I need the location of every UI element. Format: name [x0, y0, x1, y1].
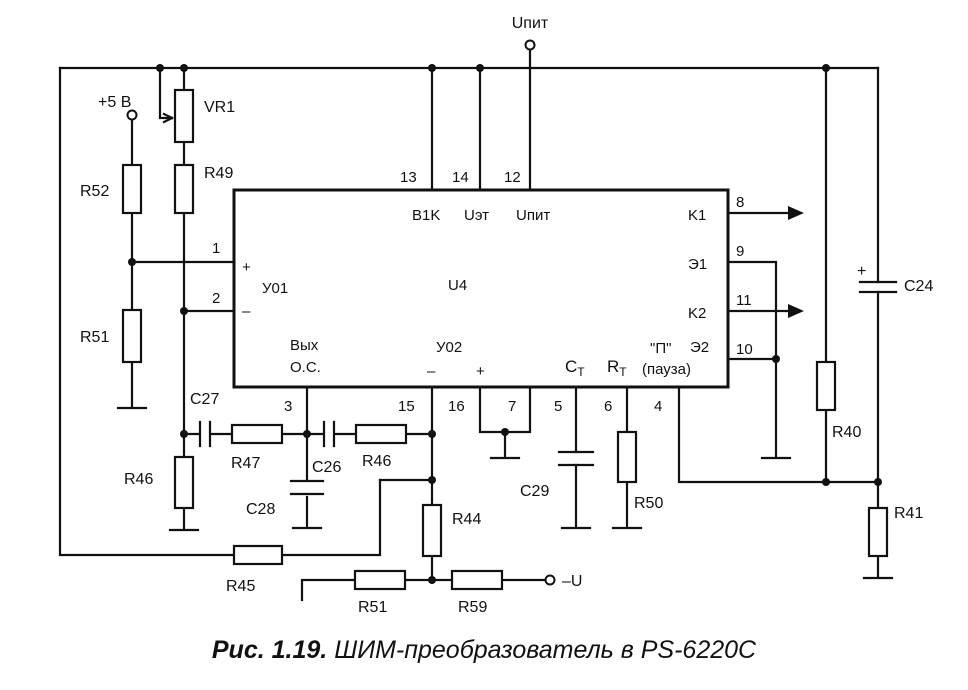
r50-label: R50	[634, 495, 663, 512]
pin-1: 1	[212, 240, 220, 257]
vr1-label: VR1	[204, 99, 235, 116]
r59-resistor	[450, 569, 504, 591]
pin-9: 9	[736, 243, 744, 260]
c24-label: C24	[904, 278, 933, 295]
r46-right-resistor	[354, 423, 408, 445]
pin-12: 12	[504, 169, 521, 186]
amp-u02-label: У02	[436, 339, 462, 356]
pin-name-e2: Э2	[690, 339, 709, 356]
r49-resistor	[173, 163, 195, 215]
pin-name-k2: K2	[688, 305, 706, 322]
c27-label: C27	[190, 391, 219, 408]
minus-u-terminal	[544, 574, 556, 586]
r51-bottom-resistor	[353, 569, 407, 591]
r45-resistor	[232, 544, 284, 566]
c24-plus-label: +	[857, 263, 866, 280]
pin-5: 5	[554, 398, 562, 415]
r47-label: R47	[231, 455, 260, 472]
upit-terminal	[524, 39, 536, 51]
r41-resistor	[867, 506, 889, 558]
minus-u-label: –U	[562, 573, 582, 590]
r44-resistor	[421, 503, 443, 558]
c29-capacitor	[557, 450, 595, 467]
pin-10: 10	[736, 341, 753, 358]
pin-name-pauza: (пауза)	[642, 361, 691, 378]
plus5v-terminal	[126, 109, 138, 121]
pin-name-ct: CT	[565, 357, 585, 379]
pin-name-upit: Uпит	[516, 207, 550, 224]
r40-resistor	[815, 360, 837, 412]
r41-label: R41	[894, 505, 923, 522]
schematic-diagram: Uпит +5 В VR1 R49 R52 R51 C27 R47 R46 C2…	[58, 15, 933, 616]
r52-resistor	[121, 163, 143, 215]
r49-label: R49	[204, 165, 233, 182]
pin-name-uet: Uэт	[464, 207, 489, 224]
plus-input-u02: +	[476, 363, 485, 380]
r47-resistor	[230, 423, 284, 445]
pin-6: 6	[604, 398, 612, 415]
r44-label: R44	[452, 511, 481, 528]
pin-name-p: "П"	[650, 340, 671, 357]
pin-4: 4	[654, 398, 662, 415]
pin-3: 3	[284, 398, 292, 415]
r59-label: R59	[458, 599, 487, 616]
chip-name-u4: U4	[448, 277, 467, 294]
figure-caption: Рис. 1.19. ШИМ-преобразователь в PS-6220…	[0, 636, 968, 665]
amp-u01-label: У01	[262, 280, 288, 297]
c26-capacitor	[322, 420, 336, 448]
r45-label: R45	[226, 578, 255, 595]
c28-capacitor	[289, 479, 325, 496]
plus5v-label: +5 В	[98, 94, 131, 111]
wires	[58, 48, 894, 602]
pin-15: 15	[398, 398, 415, 415]
pin-name-b1k: B1K	[412, 207, 440, 224]
pin-14: 14	[452, 169, 469, 186]
r40-label: R40	[832, 424, 861, 441]
r51-bottom-label: R51	[358, 599, 387, 616]
pin-13: 13	[400, 169, 417, 186]
pin-8: 8	[736, 194, 744, 211]
pin-name-os: О.С.	[290, 359, 321, 376]
minus-input-2: –	[242, 303, 251, 320]
pin-11: 11	[736, 292, 752, 309]
minus-input-u02: –	[427, 363, 436, 380]
chip-u4-body	[232, 188, 730, 389]
pin-2: 2	[212, 290, 220, 307]
figure-title: ШИМ-преобразователь в PS-6220C	[334, 636, 757, 664]
c29-label: C29	[520, 483, 549, 500]
c24-capacitor	[858, 280, 898, 294]
pin-16: 16	[448, 398, 465, 415]
pin-name-rt: RT	[607, 357, 627, 379]
c28-label: C28	[246, 501, 275, 518]
r46-left-resistor	[173, 455, 195, 510]
output-k2-arrow	[788, 304, 804, 318]
r46-right-label: R46	[362, 453, 391, 470]
r50-resistor	[616, 430, 638, 484]
upit-label: Uпит	[512, 15, 549, 32]
c26-label: C26	[312, 459, 341, 476]
r46-left-label: R46	[124, 471, 153, 488]
output-k1-arrow	[788, 206, 804, 220]
junction-dots	[128, 64, 882, 584]
figure-number: Рис. 1.19.	[211, 636, 328, 664]
r51-left-resistor	[121, 308, 143, 364]
vr1-potentiometer	[173, 88, 195, 144]
pin-name-k1: K1	[688, 207, 706, 224]
pin-name-e1: Э1	[688, 256, 707, 273]
r51-left-label: R51	[80, 329, 109, 346]
pin-7: 7	[508, 398, 516, 415]
pin-name-vyh: Вых	[290, 337, 319, 354]
plus-input-1: +	[242, 259, 251, 276]
r52-label: R52	[80, 183, 109, 200]
c27-capacitor	[198, 420, 212, 448]
